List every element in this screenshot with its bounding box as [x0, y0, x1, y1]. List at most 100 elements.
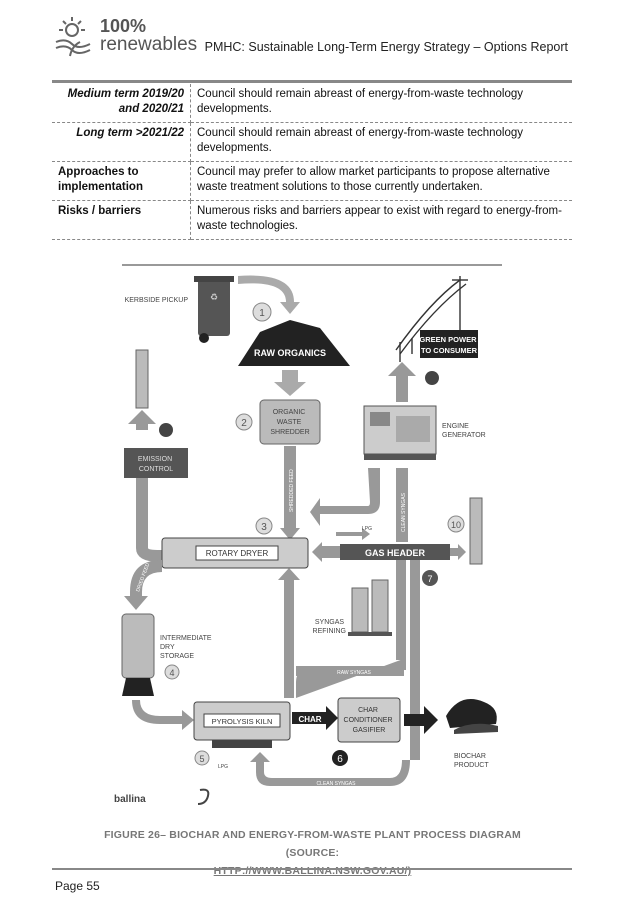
step-2-number: 2 [241, 418, 247, 429]
step-3-badge [255, 517, 273, 535]
step-4-number: 4 [169, 668, 174, 678]
arrow-bin-to-pile [238, 275, 300, 314]
power-line-icon [395, 276, 468, 362]
storage-l2: DRY [160, 644, 175, 651]
emission-l2: CONTROL [139, 466, 173, 473]
step-2-badge [235, 413, 253, 431]
row-label: Risks / barriers [52, 200, 191, 240]
step-7-badge [422, 570, 438, 586]
gas-header-label: GAS HEADER [365, 548, 426, 558]
document-title: PMHC: Sustainable Long-Term Energy Strat… [204, 40, 568, 54]
caption-line1: FIGURE 26– BIOCHAR AND ENERGY-FROM-WASTE… [104, 829, 521, 859]
row-label: Medium term 2019/20 and 2020/21 [52, 84, 191, 123]
conditioner-l1: CHAR [358, 707, 378, 714]
step-4-badge [164, 664, 180, 680]
storage-l3: STORAGE [160, 653, 194, 660]
green-power-l1: GREEN POWER [419, 335, 477, 344]
emission-control-label: EMISSION CONTROL [138, 456, 174, 473]
row-text: Council may prefer to allow market parti… [190, 161, 572, 201]
storage-l1: INTERMEDIATE [160, 635, 212, 642]
table-row: Risks / barriers Numerous risks and barr… [52, 200, 572, 240]
biochar-arrow [404, 706, 438, 734]
lpg-label-top: LPG [362, 526, 372, 532]
biochar-pile-icon [446, 699, 498, 734]
kerbside-label: KERBSIDE PICKUP [125, 297, 189, 304]
biochar-product-label: BIOCHAR PRODUCT [454, 753, 489, 769]
emission-pipe-bend [136, 548, 162, 562]
clean-syngas-vertical-label: CLEAN SYNGAS [401, 492, 407, 532]
syngas-refining-label: SYNGAS REFINING [313, 619, 346, 635]
syngas-refining-icon [348, 579, 392, 636]
table-top-rule [52, 80, 572, 83]
green-power-label: GREEN POWER TO CONSUMER [419, 335, 478, 355]
footer-rule [52, 868, 572, 870]
char-arrow [292, 706, 338, 730]
step-5-number: 5 [199, 754, 204, 764]
kiln-burner [212, 740, 272, 748]
page-header: 100% renewables PMHC: Sustainable Long-T… [0, 0, 625, 70]
biochar-l2: PRODUCT [454, 762, 489, 769]
svg-text:♻: ♻ [210, 292, 218, 302]
step-7-number: 7 [427, 574, 432, 584]
wheelie-bin-icon: ♻ [194, 276, 234, 343]
renewables-logo: 100% renewables [50, 16, 210, 60]
intermediate-storage-icon [121, 613, 155, 696]
step-3-number: 3 [261, 522, 267, 533]
arrow-up-to-dryer [278, 568, 300, 580]
ballina-logo: ballina [114, 794, 146, 805]
storage-to-kiln-pipe [132, 700, 194, 730]
gas-header-bar [340, 544, 450, 560]
clean-syngas-return-pipe [250, 752, 410, 786]
step-1-badge [252, 302, 272, 322]
green-power-l2: TO CONSUMER [421, 346, 478, 355]
clean-syngas-label: CLEAN SYNGAS [317, 781, 357, 787]
shredder-label-l1: ORGANIC [273, 409, 306, 416]
pyrolysis-kiln-label: PYROLYSIS KILN [212, 717, 273, 726]
row-text: Numerous risks and barriers appear to ex… [190, 200, 572, 240]
header-right-pipe-2 [410, 560, 420, 760]
conditioner-l3: GASIFIER [353, 727, 386, 734]
raw-syngas-label: RAW SYNGAS [337, 670, 371, 676]
stack-icon [135, 349, 149, 409]
shredder-box [259, 399, 321, 445]
raw-syngas-pipe [296, 658, 406, 698]
process-diagram: ♻ KERBSIDE PICKUP 1 RAW ORGANICS ORGANIC… [100, 262, 525, 812]
step-5-badge [194, 750, 210, 766]
shredder-label: ORGANIC WASTE SHREDDER [270, 409, 309, 436]
row-label: Long term >2021/22 [52, 122, 191, 162]
exhaust-pipe [310, 468, 380, 526]
logo-text-line2: renewables [100, 34, 198, 55]
caption-url[interactable]: HTTP://WWW.BALLINA.NSW.GOV.AU/) [213, 865, 412, 877]
clean-syngas-vertical-pipe [396, 468, 408, 542]
strategy-table: Medium term 2019/20 and 2020/21 Council … [52, 84, 572, 240]
conditioner-l2: CONDITIONER [344, 717, 393, 724]
refining-l1: SYNGAS [315, 619, 345, 626]
dried-feed-pipe [124, 560, 162, 610]
char-conditioner-label: CHAR CONDITIONER GASIFIER [344, 707, 395, 734]
arrow-generator-up [388, 362, 416, 402]
char-conditioner-box [337, 697, 401, 743]
logo-text-line1: 100% [100, 16, 147, 36]
step-10-number: 10 [451, 520, 461, 530]
rotary-dryer-label: ROTARY DRYER [206, 549, 269, 558]
step-8-badge [159, 423, 173, 437]
raw-organics-label: RAW ORGANICS [254, 348, 326, 358]
shredder-label-l3: SHREDDER [270, 429, 309, 436]
sun-leaf-icon [55, 17, 91, 57]
table-row: Medium term 2019/20 and 2020/21 Council … [52, 84, 572, 123]
step-10-badge [447, 515, 465, 533]
emission-pipe [136, 478, 148, 548]
arrow-to-stack [128, 410, 156, 430]
char-label: CHAR [298, 715, 321, 724]
engine-generator-label: ENGINE GENERATOR [442, 423, 486, 439]
lpg-small-arrow [336, 528, 370, 540]
shredded-feed-pipe [284, 446, 296, 528]
table-row: Approaches to implementation Council may… [52, 161, 572, 201]
biochar-l1: BIOCHAR [454, 753, 486, 760]
header-right-pipe [396, 560, 406, 660]
engine-l1: ENGINE [442, 423, 469, 430]
emission-l1: EMISSION [138, 456, 172, 463]
lpg-label-bottom: LPG [218, 764, 228, 770]
engine-generator-icon [363, 405, 437, 460]
green-power-box [420, 330, 478, 358]
